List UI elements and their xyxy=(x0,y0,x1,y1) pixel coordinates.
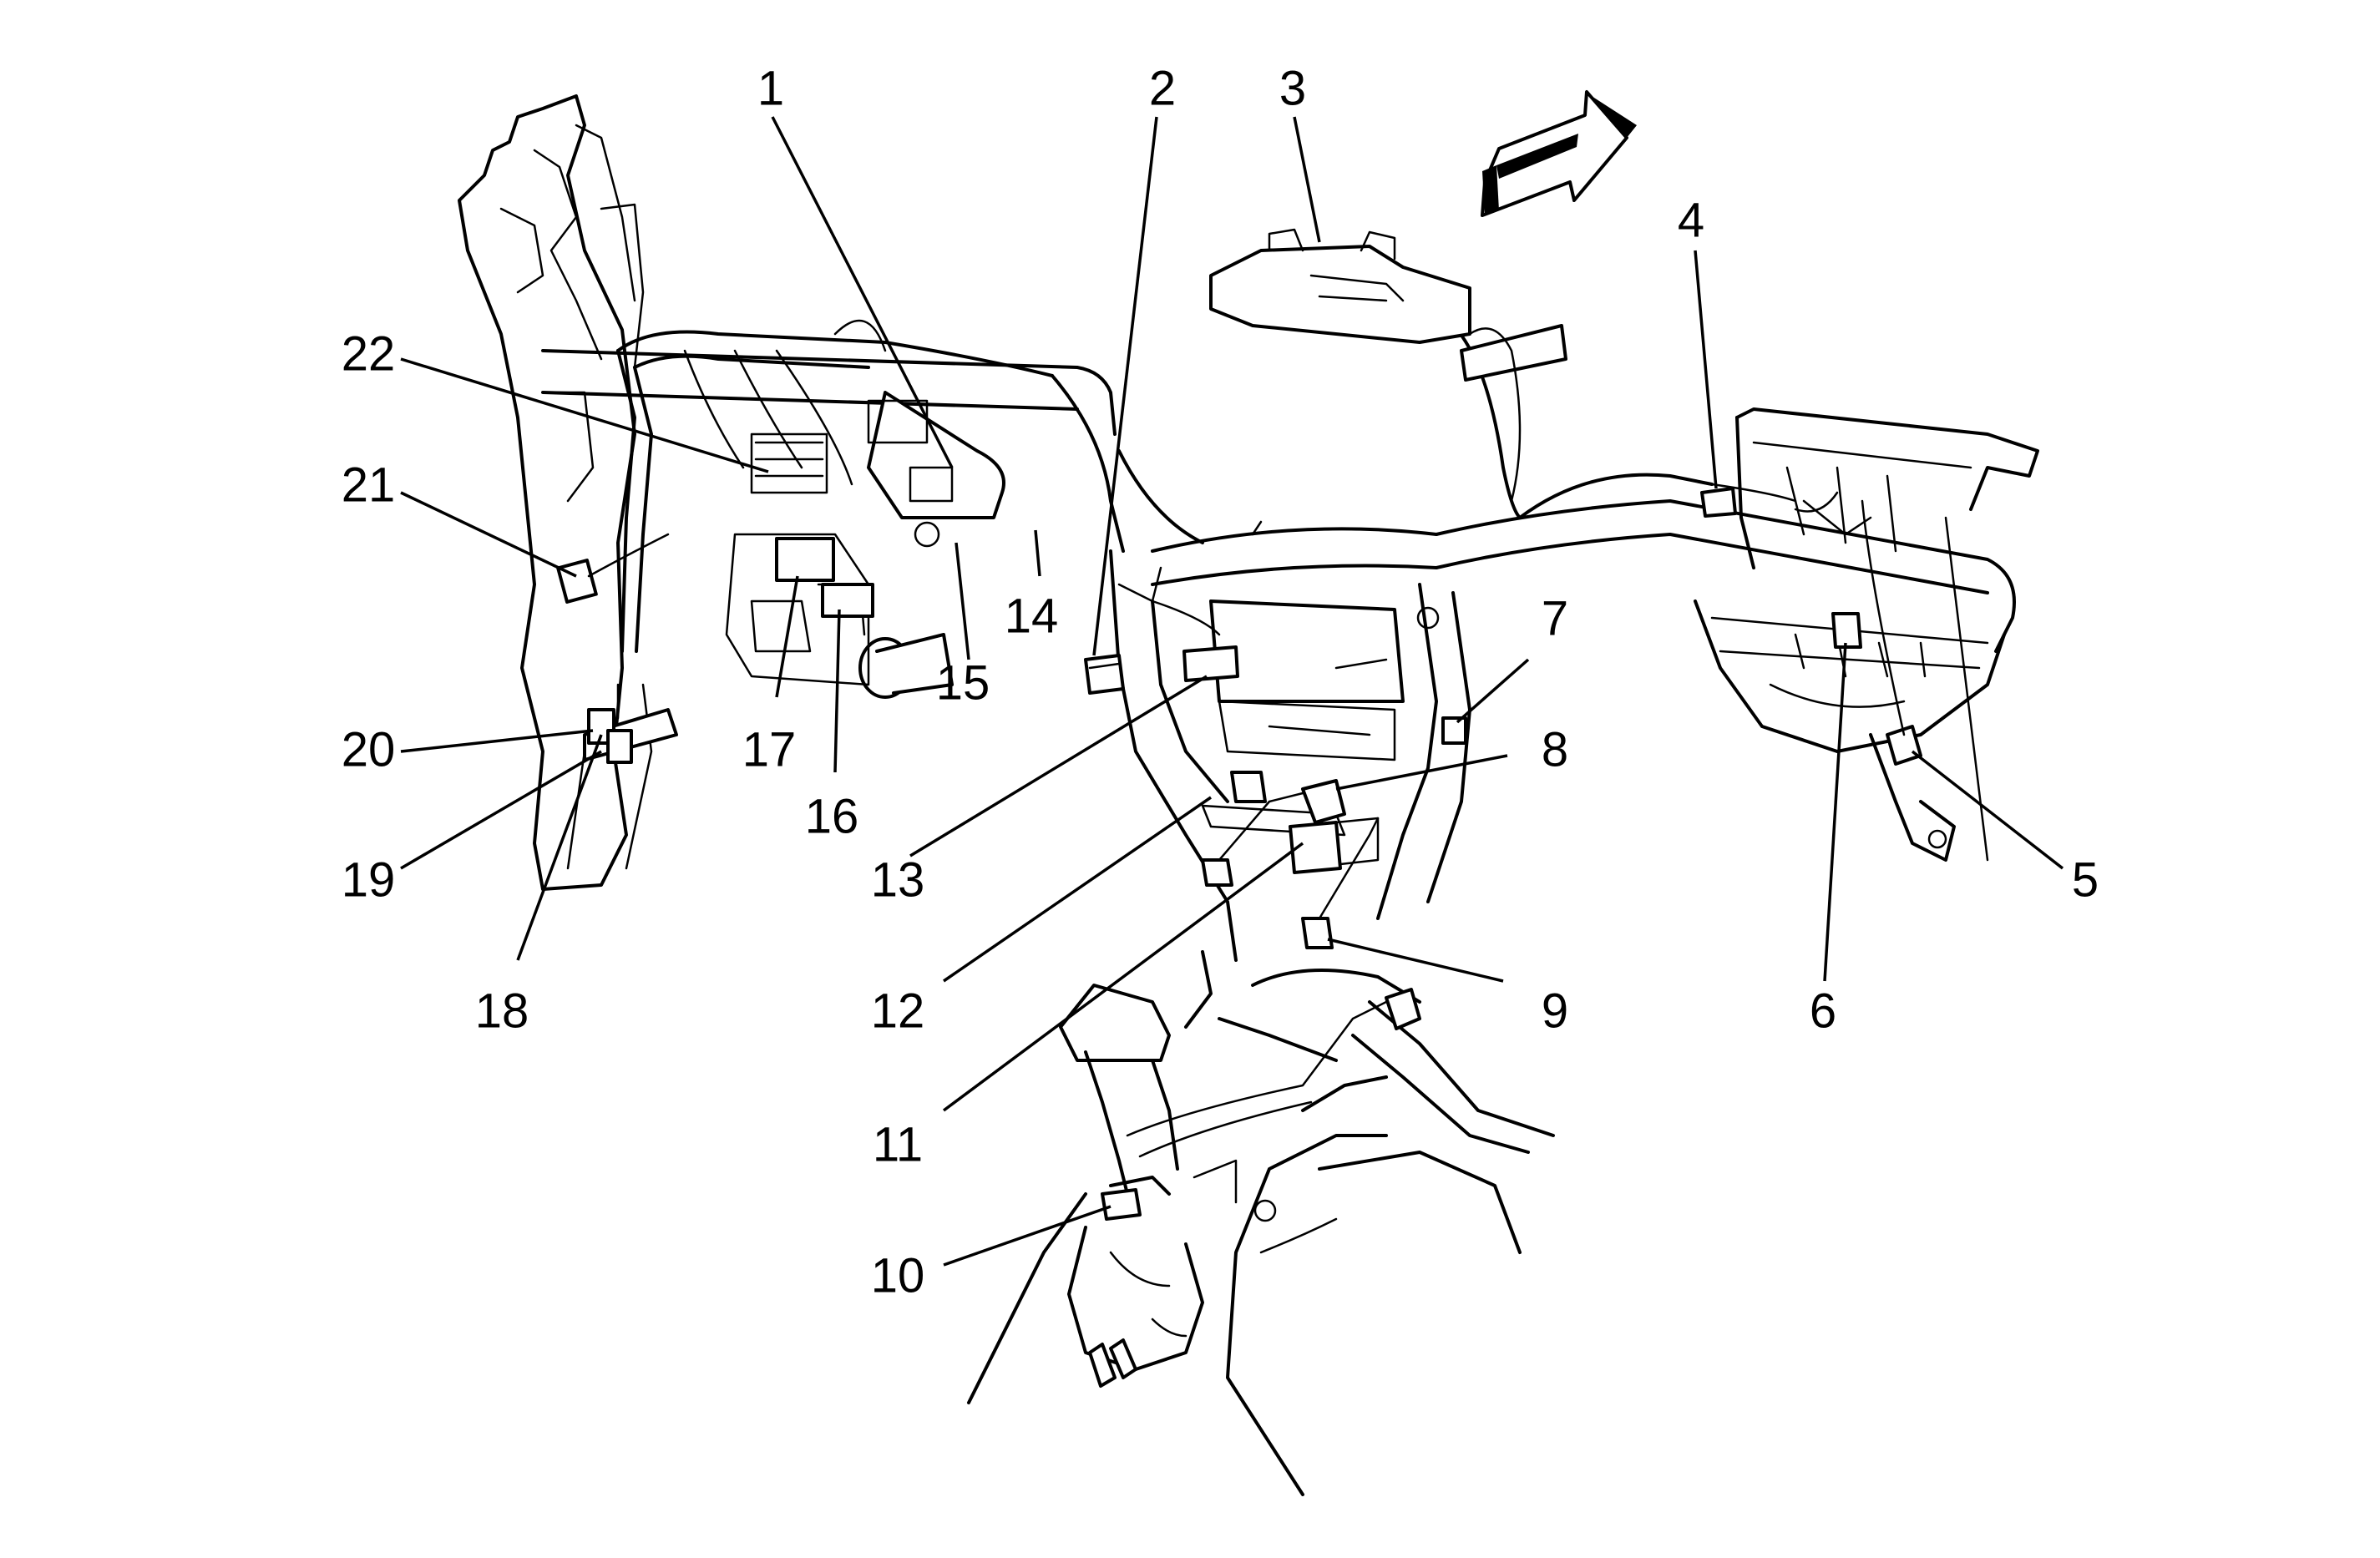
callout-18: 18 xyxy=(475,984,529,1038)
callout-10: 10 xyxy=(871,1248,925,1303)
center-stack xyxy=(1084,449,1471,962)
callout-leader-lines xyxy=(400,116,2064,1267)
callout-4: 4 xyxy=(1678,193,1704,247)
callout-8: 8 xyxy=(1542,722,1568,776)
cross-car-beam xyxy=(541,349,2016,653)
callout-labels: 1 2 3 4 5 6 7 8 9 10 11 12 13 14 15 16 1… xyxy=(342,61,2099,1303)
callout-12: 12 xyxy=(871,984,925,1038)
callout-9: 9 xyxy=(1542,984,1568,1038)
callout-21: 21 xyxy=(342,458,396,512)
main-wiring-harness xyxy=(616,316,1797,653)
callout-17: 17 xyxy=(742,722,797,776)
callout-3: 3 xyxy=(1279,61,1306,115)
callout-20: 20 xyxy=(342,722,396,776)
hvac-module xyxy=(1694,407,2039,862)
callout-1: 1 xyxy=(757,61,784,115)
callout-11: 11 xyxy=(873,1117,923,1171)
callout-22: 22 xyxy=(342,326,396,381)
callout-2: 2 xyxy=(1149,61,1176,115)
callout-13: 13 xyxy=(871,852,925,907)
callout-7: 7 xyxy=(1542,591,1568,645)
floor-console-area xyxy=(967,950,1555,1496)
callout-5: 5 xyxy=(2072,852,2099,907)
callout-15: 15 xyxy=(936,655,990,710)
left-dash-components xyxy=(725,391,1005,699)
callout-16: 16 xyxy=(805,789,859,843)
callout-14: 14 xyxy=(1005,589,1059,643)
callout-19: 19 xyxy=(342,852,396,907)
callout-6: 6 xyxy=(1810,984,1836,1038)
instrument-cluster xyxy=(1209,228,1567,503)
forward-direction-arrow-icon xyxy=(1481,90,1637,217)
